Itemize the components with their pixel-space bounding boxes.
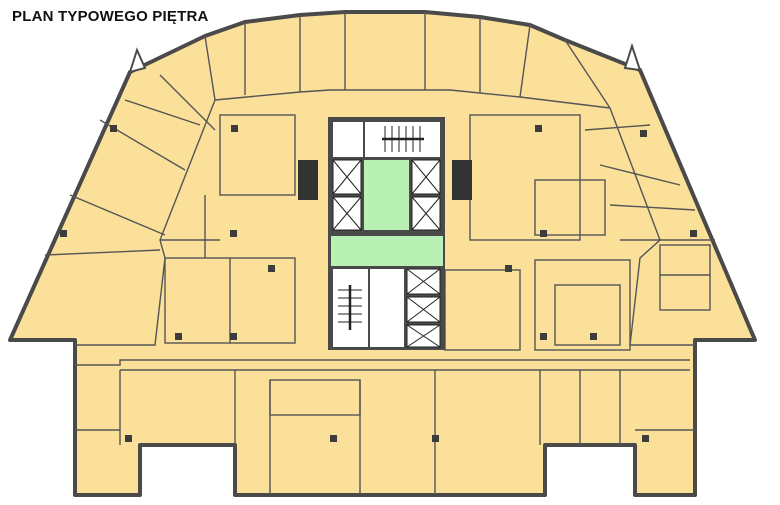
core-corridor bbox=[331, 236, 443, 266]
shaft-icons bbox=[298, 160, 472, 200]
building-core bbox=[328, 117, 445, 350]
elevator-shaft-icon bbox=[332, 159, 441, 348]
core-lobby-bottom bbox=[370, 269, 404, 347]
elevator-lobby bbox=[364, 160, 409, 230]
plan-title: PLAN TYPOWEGO PIĘTRA bbox=[12, 8, 209, 25]
core-lobby-top bbox=[333, 122, 363, 157]
corner-spike-right bbox=[623, 42, 642, 72]
structural-columns bbox=[60, 125, 697, 442]
corner-spike-left bbox=[128, 47, 147, 74]
